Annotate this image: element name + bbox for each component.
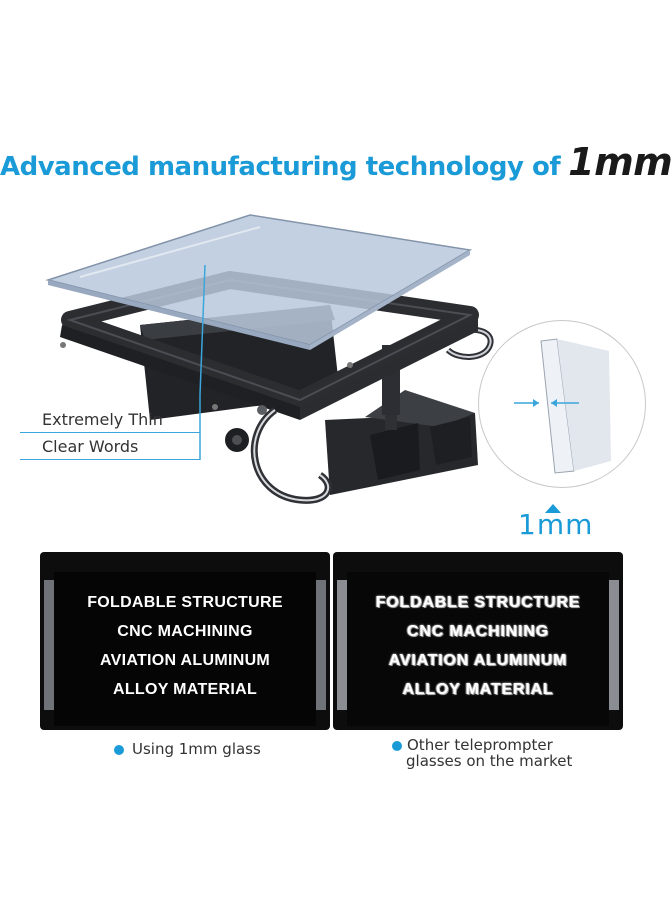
teleprompter-illustration [45,214,494,504]
adjustment-knob [225,405,332,504]
panel-line-3: AVIATION ALUMINUM [99,652,271,669]
panel-line-3: AVIATION ALUMINUM [388,652,568,669]
headline-emphasis: 1mm [568,140,672,184]
panel-line-1: FOLDABLE STRUCTURE [375,594,581,611]
caption-other-glass-line2: glasses on the market [406,752,573,770]
thickness-label: 1mm [518,508,594,541]
panel-line-1: FOLDABLE STRUCTURE [87,594,283,611]
glass-edge-illustration [514,338,611,474]
panel-frame [333,552,623,730]
callout-clear-words: Clear Words [42,437,139,456]
base-clamp [325,390,478,495]
callout-line-thin [20,432,200,433]
size-arrow-icon [545,504,561,513]
callout-leader [199,395,201,460]
headline-text: Advanced manufacturing technology of [0,152,561,182]
panel-frame [40,552,330,730]
panel-line-4: ALLOY MATERIAL [112,681,258,698]
panel-line-4: ALLOY MATERIAL [402,681,554,698]
callout-line-clear [20,459,200,460]
callout-extremely-thin: Extremely Thin [42,410,163,429]
panel-1mm-glass: FOLDABLE STRUCTURE CNC MACHINING AVIATIO… [40,552,330,730]
panel-line-2: CNC MACHINING [117,623,253,640]
glass-plate [45,214,473,350]
thickness-zoom-circle [478,320,646,488]
panel-other-glass: FOLDABLE STRUCTURE CNC MACHINING AVIATIO… [333,552,623,730]
caption-bullet-icon [114,745,124,755]
caption-bullet-icon [392,741,402,751]
caption-1mm-glass: Using 1mm glass [132,740,261,758]
caption-other-glass-line1: Other teleprompter [407,736,553,754]
panel-line-2: CNC MACHINING [407,623,549,640]
